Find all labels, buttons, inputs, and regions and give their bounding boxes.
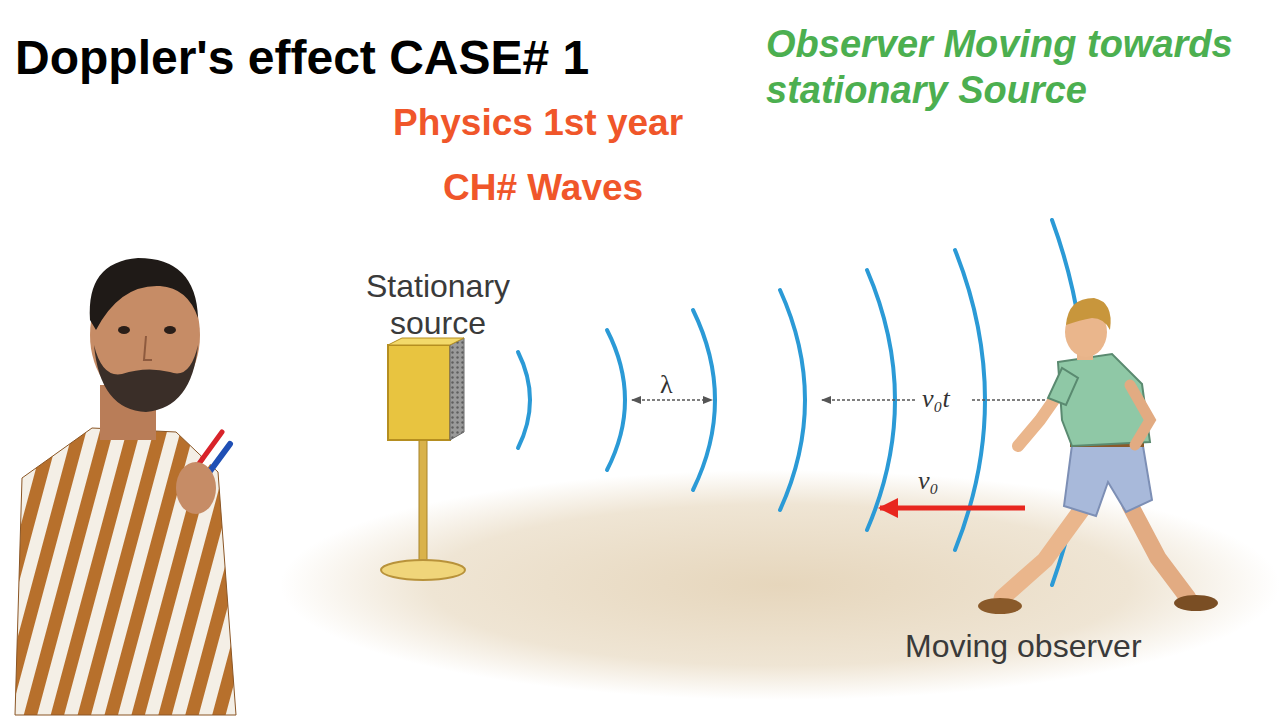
stationary-source-part	[381, 560, 465, 580]
teacher-photo-part	[144, 336, 152, 360]
case-description: Observer Moving towards stationary Sourc…	[766, 22, 1236, 113]
moving-observer-part	[1174, 595, 1218, 611]
teacher-photo-part	[176, 462, 216, 514]
teacher-photo-part	[90, 258, 198, 330]
stationary-source-part	[450, 338, 464, 440]
stationary-source	[381, 338, 465, 580]
moving-observer-part	[978, 598, 1022, 614]
stationary-source-part	[419, 435, 427, 570]
teacher-photo	[15, 258, 236, 715]
moving-observer-part	[1064, 440, 1152, 516]
distance-arrow-part	[822, 399, 916, 401]
velocity-arrow-part	[880, 506, 1025, 511]
moving-observer-part	[1048, 368, 1078, 405]
velocity-label: v₀	[918, 466, 939, 496]
wavelength-symbol: λ	[660, 370, 673, 400]
stationary-source-part	[388, 345, 450, 440]
moving-observer-part	[1130, 505, 1188, 598]
teacher-photo-part	[94, 345, 198, 412]
course-label: Physics 1st year	[393, 102, 683, 145]
teacher-photo-part	[164, 326, 176, 334]
observer-label: Moving observer	[905, 628, 1142, 665]
velocity-arrow	[880, 508, 1025, 509]
moving-observer	[978, 298, 1218, 614]
moving-observer-part	[1058, 354, 1150, 446]
distance-arrow	[822, 400, 1082, 401]
teacher-photo-part	[15, 428, 236, 715]
page-title: Doppler's effect CASE# 1	[15, 30, 589, 85]
moving-observer-part	[1066, 298, 1111, 330]
sound-waves-part	[867, 270, 895, 530]
sound-waves-part	[607, 330, 625, 470]
wavelength-arrow-part	[632, 399, 712, 401]
teacher-photo-part	[118, 326, 130, 334]
distance-label: v₀t	[922, 384, 950, 414]
sound-waves-part	[955, 250, 985, 550]
sound-waves	[518, 220, 1085, 585]
moving-observer-part	[1130, 385, 1150, 445]
wavelength-arrow	[632, 400, 712, 401]
sound-waves-part	[518, 352, 530, 448]
moving-observer-part	[1002, 505, 1085, 598]
chapter-label: CH# Waves	[443, 167, 643, 210]
source-label: Stationary source	[318, 268, 558, 342]
sound-waves-part	[780, 290, 805, 510]
